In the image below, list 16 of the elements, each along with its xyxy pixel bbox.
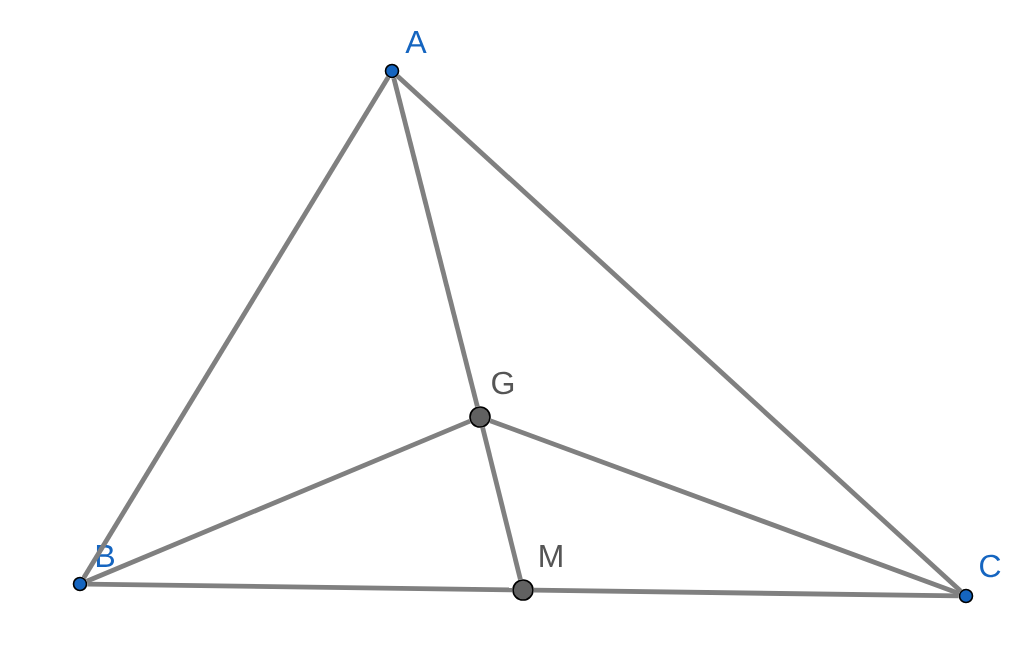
point: G <box>469 371 514 428</box>
line-segment <box>533 587 959 599</box>
line-segment <box>81 76 391 579</box>
line-segment <box>395 74 963 593</box>
node-label: A <box>405 30 427 53</box>
node-label: M <box>540 544 562 567</box>
line-segment <box>480 426 523 581</box>
line-segment <box>391 77 480 408</box>
line-segment <box>87 581 513 593</box>
line-segment <box>489 418 960 596</box>
point: C <box>958 554 1001 604</box>
node-label: G <box>492 371 514 395</box>
node-label: C <box>980 554 1001 578</box>
line-segment <box>85 418 471 584</box>
point: A <box>384 31 427 79</box>
point: M <box>512 545 562 601</box>
